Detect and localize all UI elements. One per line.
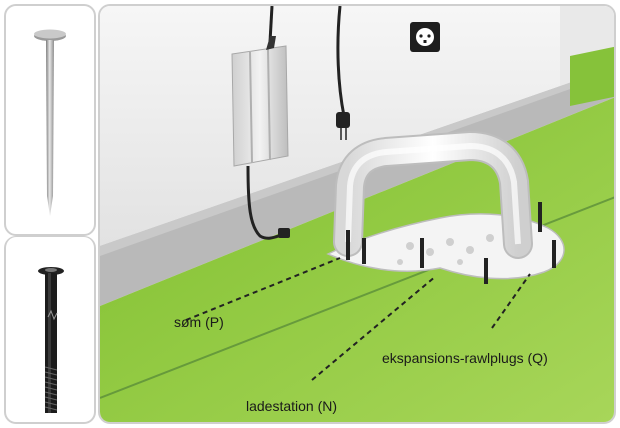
nail-icon [6,6,96,236]
power-supply-icon [232,36,288,166]
installation-illustration: søm (P) ladestation (N) ekspansions-rawl… [98,4,616,424]
wall-socket-icon [410,22,440,52]
anchor-panel [4,236,96,424]
nail-panel [4,4,96,236]
charging-station-label: ladestation (N) [246,398,337,414]
nail-label: søm (P) [174,314,224,330]
expansion-anchor-icon [6,237,96,424]
anchors-label: ekspansions-rawlplugs (Q) [382,350,548,366]
